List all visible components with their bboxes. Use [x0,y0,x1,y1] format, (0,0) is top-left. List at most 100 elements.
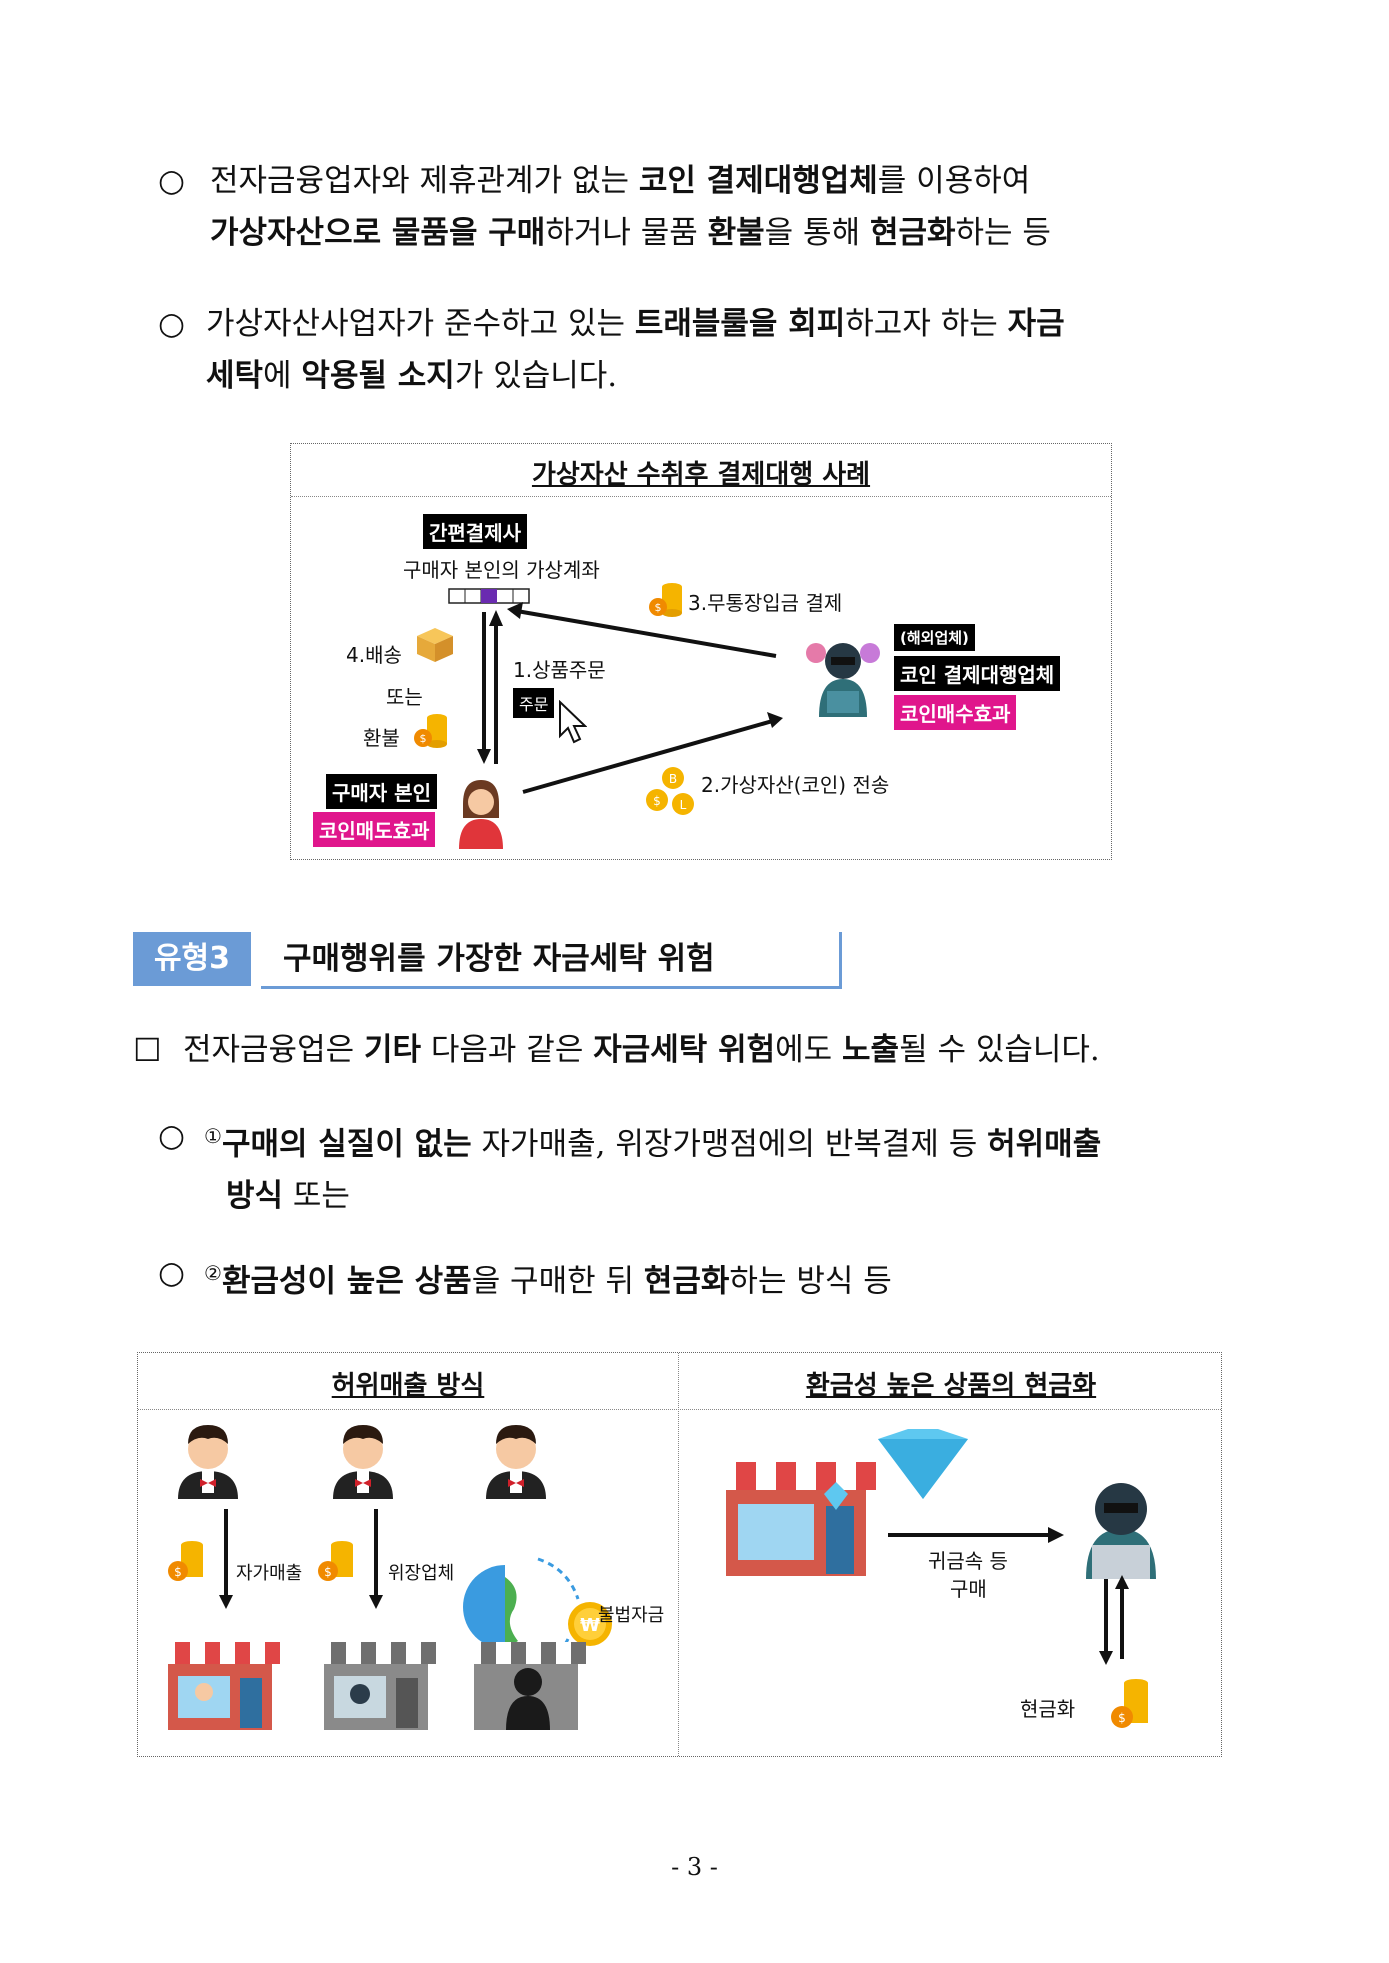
illegal-funds-label: 불법자금 [598,1605,665,1626]
diamond-icon [878,1429,968,1499]
disguised-business-label: 위장업체 [388,1563,455,1584]
virtual-account-icon [448,588,530,604]
left-title: 허위매출 방식 [331,1371,485,1401]
or-label: 또는 [386,685,423,709]
emphasis-text: 코인 결제대행업체 [638,163,878,199]
step3-label: 3.무통장입금 결제 [688,591,843,615]
bullet-circle: ○ [158,163,186,199]
svg-text:$: $ [420,732,427,745]
coin-buy-effect-tag: 코인매수효과 [894,695,1017,730]
emphasis-text: 현금화 [643,1263,730,1300]
divider [291,496,1111,497]
text-run: 하거나 물품 [545,215,708,251]
column-divider [678,1353,679,1756]
text-run: ② [204,1261,222,1285]
coin-sell-effect-tag: 코인매도효과 [313,812,436,847]
shop-icon [716,1462,876,1576]
shop-icon [160,1642,280,1730]
emphasis-text: 기타 [363,1032,422,1068]
cashing-label: 현금화 [1020,1697,1076,1721]
coin-agency-tag: 코인 결제대행업체 [894,656,1061,691]
paragraph-3: ☐ 전자금융업은 기타 다음과 같은 자금세탁 위험에도 노출될 수 있습니다. [133,1024,1273,1076]
para2-line2: 세탁에 악용될 소지가 있습니다. [206,350,1268,402]
delivery-box-icon [417,628,453,662]
figure-coin-payment-case: 가상자산 수취후 결제대행 사례 간편결제사 구매자 본인의 가상계좌 $ 3.… [290,443,1112,860]
coin-stack-icon: $ [318,1541,353,1581]
emphasis-text: 가상자산으로 물품을 구매 [210,215,546,251]
text-run: 또는 [283,1178,350,1215]
emphasis-text: 구매의 실질이 없는 [221,1126,472,1163]
businessman-icon [486,1425,546,1499]
para1-line2: 가상자산으로 물품을 구매하거나 물품 환불을 통해 현금화하는 등 [210,207,1268,259]
coins-icon: B $ L [646,767,694,815]
header-divider [138,1409,1221,1410]
emphasis-text: 자금세탁 위험 [593,1032,776,1068]
emphasis-text: 트래블룰을 회피 [634,306,846,342]
emphasis-text: 허위매출 [987,1126,1102,1163]
text-run: 가상자산사업자가 준수하고 있는 [206,306,635,342]
checkbox-square: ☐ [133,1031,162,1069]
bullet-circle: ○ [158,306,186,342]
figure-title: 가상자산 수취후 결제대행 사례 [531,460,871,490]
svg-text:$: $ [324,1565,332,1579]
figure-laundering-methods: 허위매출 방식 환금성 높은 상품의 현금화 [137,1352,1222,1757]
purchase-label: 구매 [950,1577,987,1601]
businessman-icon [333,1425,393,1499]
text-run: 을 통해 [764,215,870,251]
svg-text:$: $ [653,794,661,808]
emphasis-text: 세탁 [206,358,264,394]
coin-stack-icon: $ [168,1541,203,1581]
hacker-laptop-icon [1086,1483,1156,1579]
figure-arrows [448,588,783,794]
emphasis-text: 방식 [226,1178,284,1215]
coin-stack-icon: $ [649,583,682,617]
emphasis-text: 환불 [707,215,765,251]
svg-text:₩: ₩ [580,1615,600,1636]
emphasis-text: 자금 [1007,306,1065,342]
para2-line1: 가상자산사업자가 준수하고 있는 트래블룰을 회피하고자 하는 자금 [206,298,1268,350]
text-run: 하는 방식 등 [729,1263,892,1300]
emphasis-text: 환금성이 높은 상품 [221,1263,472,1300]
text-run: 를 이용하여 [877,163,1031,199]
buyer-woman-icon [459,780,503,849]
para3-line1: 전자금융업은 기타 다음과 같은 자금세탁 위험에도 노출될 수 있습니다. [183,1024,1273,1076]
para1-line1: 전자금융업자와 제휴관계가 없는 코인 결제대행업체를 이용하여 [210,155,1268,207]
emphasis-text: 악용될 소지 [301,358,455,394]
text-run: 을 구매한 뒤 [471,1263,644,1300]
svg-text:$: $ [655,601,662,614]
text-run: 될 수 있습니다. [899,1032,1100,1068]
buyer-tag: 구매자 본인 [326,774,437,809]
emphasis-text: 현금화 [869,215,956,251]
paragraph-1: ○ 전자금융업자와 제휴관계가 없는 코인 결제대행업체를 이용하여 가상자산으… [158,155,1268,259]
text-run: 하는 등 [955,215,1051,251]
businessman-icon [178,1425,238,1499]
text-run: 에도 [775,1032,843,1068]
text-run: 가 있습니다. [454,358,618,394]
cashing-illustration: $ [716,1429,1156,1728]
cursor-icon [559,700,587,744]
right-title: 환금성 높은 상품의 현금화 [805,1371,1097,1401]
page-number: - 3 - [671,1853,718,1881]
globe-icon [463,1565,518,1649]
shop-icon [466,1642,586,1730]
bullet-circle: ○ [158,1118,186,1154]
precious-metal-label: 귀금속 등 [928,1549,1008,1573]
text-run: 다음과 같은 [421,1032,594,1068]
svg-text:L: L [680,798,687,812]
text-run: 전자금융업은 [183,1032,364,1068]
svg-text:B: B [669,772,677,786]
overseas-tag: (해외업체) [894,624,975,651]
paragraph-4: ○ ①구매의 실질이 없는 자가매출, 위장가맹점에의 반복결제 등 허위매출 … [158,1110,1268,1222]
step2-label: 2.가상자산(코인) 전송 [701,773,890,797]
hacker-icon [806,643,880,717]
step1-label: 1.상품주문 [513,658,606,682]
paragraph-2: ○ 가상자산사업자가 준수하고 있는 트래블룰을 회피하고자 하는 자금 세탁에… [158,298,1268,402]
bullet-circle: ○ [158,1255,186,1291]
section-badge: 유형3 [133,932,251,986]
false-sales-illustration: $ $ ₩ [160,1425,612,1730]
section-underline [261,986,841,989]
para5-line1: ②환금성이 높은 상품을 구매한 뒤 현금화하는 방식 등 [204,1247,1268,1307]
paragraph-5: ○ ②환금성이 높은 상품을 구매한 뒤 현금화하는 방식 등 [158,1247,1268,1307]
coin-stack-icon: $ [1111,1679,1148,1728]
section-title: 구매행위를 가장한 자금세탁 위험 [283,941,715,977]
